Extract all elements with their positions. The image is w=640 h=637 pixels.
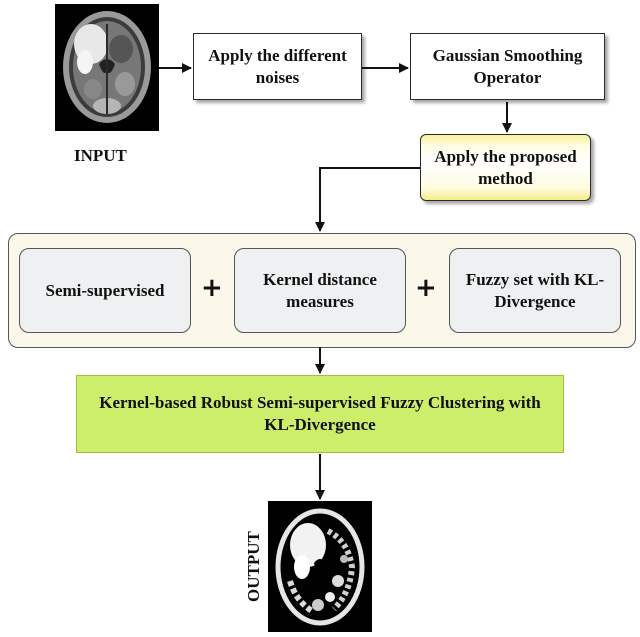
component-semi-supervised-text: Semi-supervised xyxy=(45,280,165,300)
component-fuzzy-kl-text: Fuzzy set with KL-Divergence xyxy=(465,269,605,311)
gaussian-smoothing-box: Gaussian Smoothing Operator xyxy=(410,33,605,100)
plus-sign-2: + xyxy=(415,273,437,303)
component-fuzzy-kl: Fuzzy set with KL-Divergence xyxy=(449,248,621,333)
arrow-proposed-to-components xyxy=(315,167,420,232)
apply-noises-box: Apply the different noises xyxy=(193,33,362,100)
apply-noises-text: Apply the different noises xyxy=(208,45,347,87)
proposed-method-text: Apply the proposed method xyxy=(434,146,577,188)
input-label: INPUT xyxy=(74,146,127,165)
final-method-text: Kernel-based Robust Semi-supervised Fuzz… xyxy=(99,393,541,434)
plus-sign-1: + xyxy=(201,273,223,303)
input-mri-image xyxy=(55,4,159,131)
component-kernel-distance: Kernel distance measures xyxy=(234,248,406,333)
component-kernel-distance-text: Kernel distance measures xyxy=(263,269,377,311)
gaussian-smoothing-text: Gaussian Smoothing Operator xyxy=(432,45,583,87)
proposed-method-box: Apply the proposed method xyxy=(420,134,591,201)
component-semi-supervised: Semi-supervised xyxy=(19,248,191,333)
output-segmented-image xyxy=(268,501,372,632)
final-method-box: Kernel-based Robust Semi-supervised Fuzz… xyxy=(76,375,564,453)
